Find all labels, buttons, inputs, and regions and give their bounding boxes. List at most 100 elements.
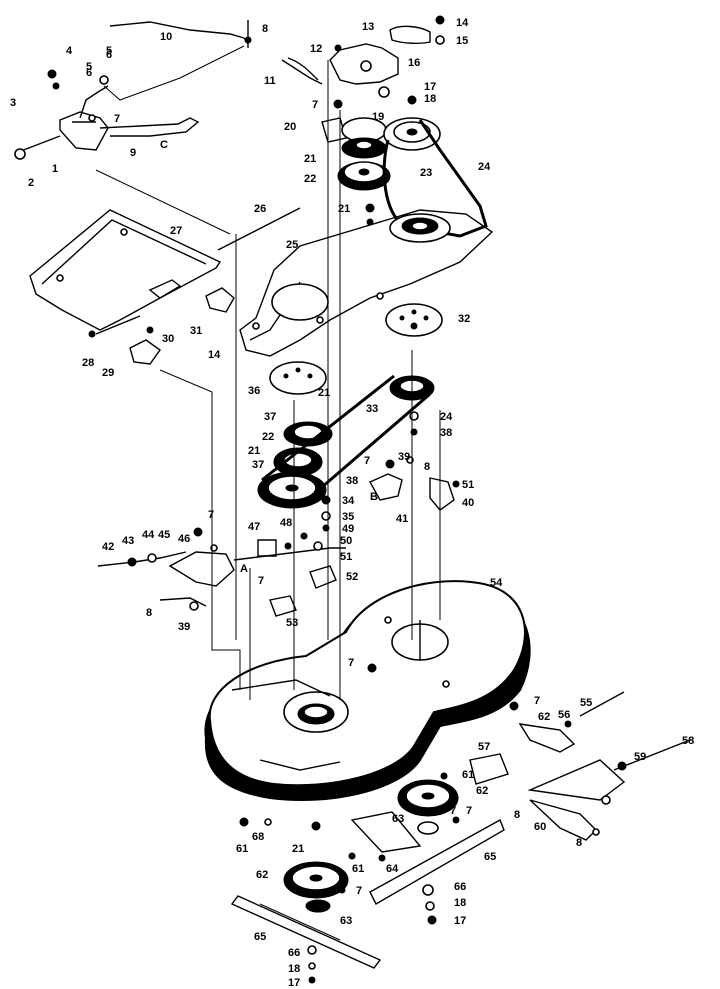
callout-label: 37 [252,459,264,471]
callout-label: 54 [490,577,503,589]
callout-label: 21 [338,203,350,215]
callout-labels: 1 2 3 4 5 5 6 6 7 8 9 10 11 12 13 14 15 … [10,17,694,989]
callout-label: 7 [534,695,540,707]
callout-label: 24 [440,411,453,423]
callout-label: 39 [178,621,190,633]
callout-label: 20 [284,121,296,133]
callout-label: 23 [420,167,432,179]
callout-label: 66 [454,881,466,893]
callout-label: 45 [158,529,170,541]
callout-label: 7 [450,805,456,817]
callout-label: 11 [264,75,276,87]
callout-label: 7 [114,113,120,125]
callout-label: 22 [304,173,316,185]
callout-label: 39 [398,451,410,463]
belt-shield [29,207,301,335]
callout-label: 41 [396,513,408,525]
callout-label: 65 [484,851,496,863]
callout-label: 66 [288,947,300,959]
callout-label: 17 [454,915,466,927]
callout-label: 63 [340,915,352,927]
callout-label: 58 [682,735,694,747]
callout-label: A [240,563,248,575]
callout-label: 29 [102,367,114,379]
callout-label: 38 [346,475,358,487]
callout-label: 40 [462,497,474,509]
callout-label: 13 [362,21,374,33]
callout-label: 53 [286,617,298,629]
callout-label: 9 [130,147,136,159]
callout-label: 59 [634,751,646,763]
callout-label: 61 [462,769,474,781]
callout-label: 65 [254,931,266,943]
callout-label: 7 [356,885,362,897]
callout-label: 16 [408,57,420,69]
callout-label: 43 [122,535,134,547]
upper-pulley-assembly [321,15,488,238]
callout-label: 2 [28,177,34,189]
callout-label: 4 [66,45,73,57]
callout-label: B [370,491,378,503]
bracket-parts [88,287,235,365]
callout-label: 62 [476,785,488,797]
callout-label: 7 [258,575,264,587]
callout-label: 36 [248,385,260,397]
callout-label: 6 [106,49,112,61]
callout-label: 62 [538,711,550,723]
mounting-plate [239,209,494,357]
callout-label: 30 [162,333,174,345]
callout-label: C [160,139,168,151]
callout-label: 21 [292,843,304,855]
callout-label: 18 [424,93,436,105]
callout-label: 51 [462,479,474,491]
callout-label: 26 [254,203,266,215]
callout-label: 7 [312,99,318,111]
deck-hanger-links [469,691,691,841]
callout-label: 28 [82,357,94,369]
callout-label: 27 [170,225,182,237]
callout-label: 14 [456,17,469,29]
spindle-left [230,817,386,984]
clutch-lever-assembly [97,527,346,617]
callout-label: 34 [342,495,355,507]
callout-label: 68 [252,831,264,843]
callout-label: 17 [424,81,436,93]
callout-label: 8 [576,837,582,849]
callout-label: 63 [392,813,404,825]
callout-label: 8 [262,23,268,35]
callout-label: 64 [386,863,399,875]
callout-label: 46 [178,533,190,545]
callout-label: 61 [352,863,364,875]
callout-label: 10 [160,31,172,43]
callout-label: 5 [86,61,92,73]
callout-label: 8 [514,809,520,821]
lift-lever-assembly [14,20,323,160]
callout-label: 7 [466,805,472,817]
callout-label: 37 [264,411,276,423]
callout-label: 33 [366,403,378,415]
callout-label: 47 [248,521,260,533]
callout-label: 6 [86,67,92,79]
callout-label: 7 [364,455,370,467]
callout-label: 8 [424,461,430,473]
callout-label: 21 [248,445,260,457]
callout-label: 38 [440,427,452,439]
callout-label: 42 [102,541,114,553]
callout-label: 35 [342,511,354,523]
callout-label: 24 [478,161,491,173]
callout-label: 17 [288,977,300,989]
idler-arm [369,456,460,511]
callout-label: 8 [146,607,152,619]
callout-label: 51 [340,551,352,563]
leader-lines [95,60,441,700]
callout-label: 5 [106,45,112,57]
callout-label: 12 [310,43,322,55]
callout-label: 62 [256,869,268,881]
callout-label: 60 [534,821,546,833]
callout-label: 25 [286,239,298,251]
callout-label: 57 [478,741,490,753]
callout-label: 48 [280,517,292,529]
callout-label: 32 [458,313,470,325]
